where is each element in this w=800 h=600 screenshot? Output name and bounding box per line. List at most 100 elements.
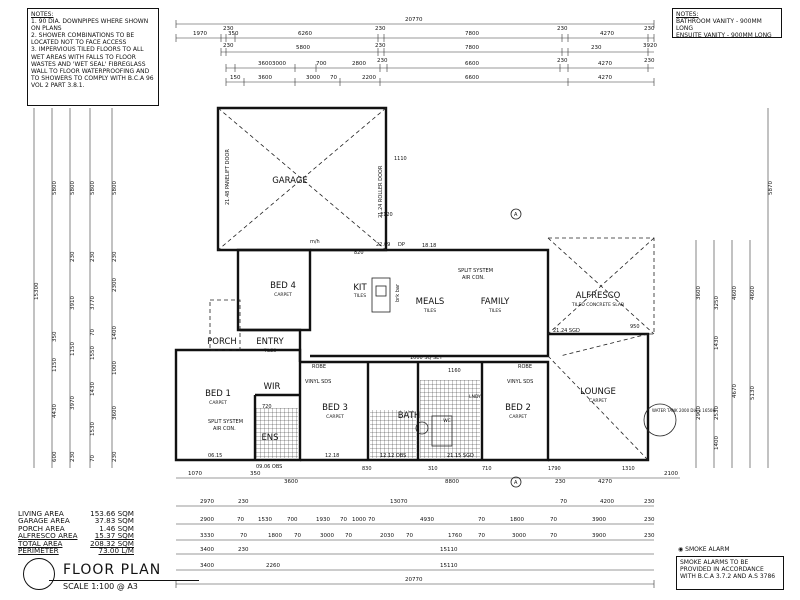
notes-right-line: BATHROOM VANITY - 900mm LONG [676,18,762,33]
room-porch: PORCH [207,337,237,347]
panelift-door-label: 21.48 PANELIFT DOOR [225,149,231,205]
dim-950-label: 950 [630,324,640,330]
bottom-row3-dim: 1800 [510,517,524,523]
left-col3-dim: 70 [90,329,96,336]
area-value: 73.00 L/M [98,546,135,556]
area-label: PORCH AREA [18,523,65,533]
top-row1-dim: 1970 [193,31,207,37]
top-row3-dim: 230 [557,58,568,64]
left-col2-dim: 1150 [70,342,76,356]
bottom-row1-dim: 3600 [284,479,298,485]
window-12-12-obs-label: 12.12 OBS [380,453,406,459]
top-row3-dim: 2800 [352,61,366,67]
left-col4-dim: 230 [112,451,118,462]
top-row3-dim: 230 [377,58,388,64]
area-label: GARAGE AREA [18,516,70,526]
room-alfresco: ALFRESCO [576,291,621,301]
top-row2-dim: 230 [591,45,602,51]
garage-crossing [217,107,655,461]
left-overall-dim: 15300 [34,282,40,300]
door-21-15-sgd-label: 21.15 SGD [447,453,474,459]
split-system-label-2: SPLIT SYSTEM [208,419,243,425]
title-underline [49,580,199,581]
right-col1-dim: 5130 [750,386,756,400]
bottom-row3-dim: 1000 [352,517,366,523]
bottom-row2-dim: 230 [238,499,249,505]
drawing-title: FLOOR PLAN [63,562,162,578]
left-col2-dim: 3970 [70,396,76,410]
room-entry: ENTRY [256,337,284,347]
dim-1160-label: 1160 [448,368,461,374]
top-row2-dim: 5800 [296,45,310,51]
left-col2-dim: 3910 [70,296,76,310]
top-row4-dim: 3600 [258,75,272,81]
bed4-walls [236,248,312,332]
right-col1-dim: 4600 [732,286,738,300]
bottom-row4-dim: 70 [406,533,413,539]
door-21-24-sgd-label: 21.24 SGD [553,328,580,334]
bottom-overall-dim: 20770 [405,577,423,583]
bottom-row3-dim: 1530 [258,517,272,523]
entry-walls [240,328,302,362]
downpipe-label: DP [398,242,405,248]
bottom-row1-dim: 4270 [598,479,612,485]
split-system-label-1: SPLIT SYSTEM [458,268,493,274]
room-kit-finish: TILES [353,293,366,299]
air-con-label-2: AIR CON. [213,426,236,432]
left-col2-dim: 230 [70,251,76,262]
bottom-row4-dim: 3000 [320,533,334,539]
room-meals-finish: TILES [423,308,436,314]
room-ens: ENS [261,433,278,443]
room-entry-finish: TILES [263,348,276,354]
bottom-row2-dim: 230 [644,499,655,505]
dim-830-label: 830 [362,466,372,472]
area-label: LIVING AREA [18,509,64,518]
smoke-alarm-text: SMOKE ALARMS TO BE PROVIDED IN ACCORDANC… [680,559,776,581]
top-row1-dim: 230 [223,26,234,32]
top-row4-dim: 70 [330,75,337,81]
bottom-row3-dim: 70 [237,517,244,523]
bottom-row4-dim: 1760 [448,533,462,539]
room-bed2-finish: CARPET [509,414,527,420]
top-row1-dim: 4270 [600,31,614,37]
room-garage: GARAGE [272,176,308,186]
area-value: 15.37 SQM [94,531,134,541]
bottom-row3-dim: 3900 [592,517,606,523]
right-col3-dim: 2900 [696,406,702,420]
top-row3-dim: 230 [644,58,655,64]
smoke-alarm-heading-text: SMOKE ALARM [685,546,730,553]
bottom-row2-dim: 4200 [600,499,614,505]
section-marker-bottom-icon [510,476,522,488]
top-row1-dim: 230 [375,26,386,32]
right-overall-dim: 5870 [768,181,774,195]
notes-left-heading: NOTES: [31,11,54,18]
room-bed4: BED 4 [270,281,296,291]
dim-1790-label: 1790 [548,466,561,472]
left-col4-dim: 3600 [112,406,118,420]
air-con-label-1: AIR CON. [462,275,485,281]
bottom-row4-dim: 1800 [268,533,282,539]
bottom-row3-dim: 2900 [200,517,214,523]
window-09-06-obs-label: 09.06 OBS [256,464,282,470]
top-row3-dim: 4270 [598,61,612,67]
top-row1-dim: 7800 [465,31,479,37]
sink-icon [375,285,387,297]
left-col1-dim: 4430 [52,404,58,418]
bottom-row2-dim: 2970 [200,499,214,505]
top-row4-dim: 2200 [362,75,376,81]
left-col3-dim: 70 [90,455,96,462]
breakfast-bar-label: brk bar [395,283,401,302]
top-row1-dim: 230 [644,26,655,32]
notes-panel-left: NOTES: 1. 90 DIA. DOWNPIPES WHERE SHOWN … [27,8,159,106]
water-tank-icon [643,403,677,437]
bottom-row1-dim: 1070 [188,471,202,477]
room-bed3: BED 3 [322,403,348,413]
bottom-row4-dim: 230 [644,533,655,539]
top-row3-dim: 700 [316,61,327,67]
room-bath: BATH [398,411,421,421]
title-circle-icon [23,558,55,590]
left-dimension-strings: 15300 5800 350 1150 4430 600 5800 230 39… [33,108,118,468]
notes-left-text: 1. 90 DIA. DOWNPIPES WHERE SHOWN ON PLAN… [31,18,154,89]
